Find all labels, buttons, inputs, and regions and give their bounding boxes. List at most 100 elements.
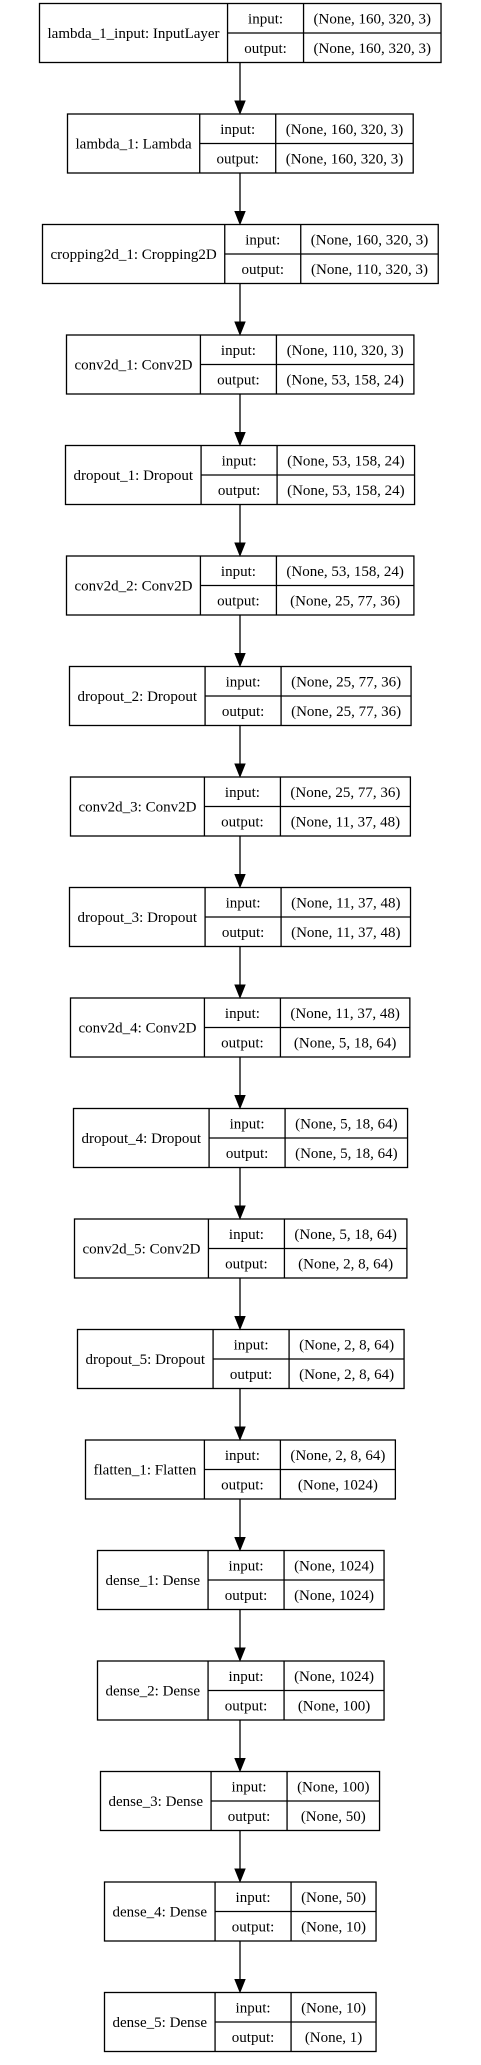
layer-name: conv2d_3: Conv2D: [79, 800, 197, 816]
layer-name: cropping2d_1: Cropping2D: [51, 247, 217, 263]
input-shape: (None, 1024): [294, 1669, 374, 1685]
edge-arrow: [234, 394, 246, 447]
input-label: input:: [222, 453, 257, 469]
input-shape: (None, 160, 320, 3): [314, 11, 431, 27]
input-shape: (None, 5, 18, 64): [294, 1227, 396, 1243]
edge-arrow: [234, 836, 246, 889]
output-label: output:: [225, 1698, 268, 1714]
output-shape: (None, 2, 8, 64): [299, 1367, 394, 1383]
edge-arrow: [234, 1609, 246, 1662]
edge-arrow: [234, 1941, 246, 1994]
input-label: input:: [229, 1669, 264, 1685]
output-label: output:: [222, 925, 265, 941]
layer-node: cropping2d_1: Cropping2D input: output: (No…: [41, 223, 439, 285]
output-shape: (None, 5, 18, 64): [294, 1035, 396, 1051]
layer-name: dropout_1: Dropout: [74, 468, 194, 484]
arrowhead-icon: [234, 653, 246, 668]
output-shape: (None, 10): [301, 1919, 366, 1935]
output-label: output:: [225, 1588, 268, 1604]
arrowhead-icon: [234, 1979, 246, 1994]
input-label: input:: [221, 564, 256, 580]
input-label: input:: [245, 232, 280, 248]
layer-node: dropout_1: Dropout input: output: (None, 53…: [64, 444, 416, 506]
input-shape: (None, 2, 8, 64): [299, 1337, 394, 1353]
arrowhead-icon: [234, 1095, 246, 1110]
input-label: input:: [248, 11, 283, 27]
input-label: input:: [225, 1006, 260, 1022]
output-label: output:: [221, 1035, 264, 1051]
input-shape: (None, 11, 37, 48): [290, 1006, 399, 1022]
output-shape: (None, 100): [298, 1698, 370, 1714]
output-shape: (None, 25, 77, 36): [290, 593, 400, 609]
output-shape: (None, 53, 158, 24): [287, 483, 404, 499]
layer-name: dense_4: Dense: [113, 1905, 208, 1921]
arrowhead-icon: [234, 211, 246, 226]
input-shape: (None, 100): [297, 1779, 369, 1795]
input-shape: (None, 5, 18, 64): [295, 1116, 397, 1132]
output-shape: (None, 1024): [298, 1477, 378, 1493]
layer-name: conv2d_2: Conv2D: [75, 579, 193, 595]
arrowhead-icon: [234, 1205, 246, 1220]
output-shape: (None, 50): [301, 1809, 366, 1825]
edge-arrow: [234, 1499, 246, 1552]
input-label: input:: [229, 1227, 264, 1243]
layer-name: dropout_2: Dropout: [78, 689, 198, 705]
output-label: output:: [218, 483, 261, 499]
output-label: output:: [217, 372, 260, 388]
output-label: output:: [216, 151, 259, 167]
arrowhead-icon: [234, 432, 246, 447]
output-shape: (None, 25, 77, 36): [291, 704, 401, 720]
layer-name: dropout_5: Dropout: [86, 1352, 206, 1368]
output-shape: (None, 5, 18, 64): [295, 1146, 397, 1162]
layer-name: conv2d_5: Conv2D: [83, 1242, 201, 1258]
layer-node: conv2d_2: Conv2D input: output: (None, 53, …: [65, 555, 415, 616]
input-shape: (None, 160, 320, 3): [311, 232, 428, 248]
output-shape: (None, 160, 320, 3): [314, 41, 431, 57]
edge-arrow: [234, 1278, 246, 1331]
input-shape: (None, 53, 158, 24): [287, 453, 404, 469]
input-shape: (None, 11, 37, 48): [291, 895, 400, 911]
input-shape: (None, 10): [301, 2000, 366, 2016]
input-label: input:: [221, 343, 256, 359]
input-label: input:: [226, 895, 261, 911]
output-shape: (None, 2, 8, 64): [298, 1256, 393, 1272]
input-shape: (None, 25, 77, 36): [291, 674, 401, 690]
output-label: output:: [226, 1146, 269, 1162]
input-shape: (None, 53, 158, 24): [286, 564, 403, 580]
input-label: input:: [220, 122, 255, 138]
layer-name: lambda_1: Lambda: [76, 137, 193, 153]
edge-arrow: [234, 283, 246, 336]
edge-arrow: [234, 504, 246, 557]
output-label: output:: [241, 262, 284, 278]
layer-node: lambda_1_input: InputLayerinput:output:(…: [38, 2, 442, 64]
layer-name: dense_3: Dense: [109, 1794, 204, 1810]
edge-arrow: [234, 725, 246, 778]
output-shape: (None, 160, 320, 3): [286, 151, 403, 167]
edge-arrow: [234, 173, 246, 226]
arrowhead-icon: [234, 1316, 246, 1331]
arrowhead-icon: [234, 1758, 246, 1773]
input-shape: (None, 110, 320, 3): [287, 343, 404, 359]
layer-name: dense_1: Dense: [106, 1573, 201, 1589]
arrowhead-icon: [234, 1537, 246, 1552]
arrowhead-icon: [234, 763, 246, 778]
arrowhead-icon: [234, 1868, 246, 1883]
edge-arrow: [234, 946, 246, 999]
output-label: output:: [217, 593, 260, 609]
layer-name: conv2d_4: Conv2D: [79, 1021, 197, 1037]
output-shape: (None, 53, 158, 24): [286, 372, 403, 388]
output-label: output:: [230, 1367, 273, 1383]
input-shape: (None, 25, 77, 36): [290, 785, 400, 801]
input-label: input:: [229, 1558, 264, 1574]
